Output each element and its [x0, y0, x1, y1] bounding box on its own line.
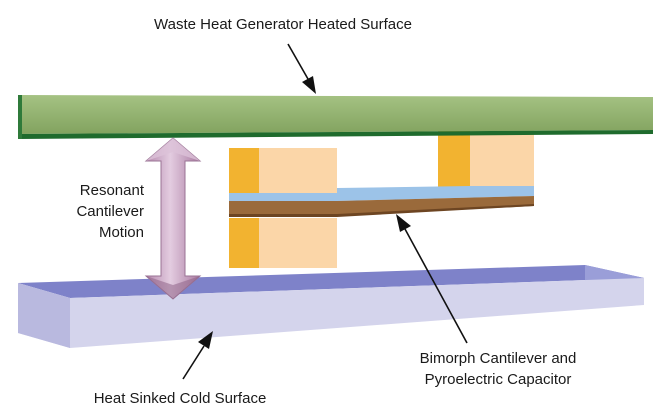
motion-arrow-bottom-facet — [146, 276, 200, 299]
hot-surface-left-edge — [18, 95, 22, 139]
bimorph-cantilever — [229, 186, 534, 217]
cold-surface-callout-head — [198, 331, 213, 349]
cold-surface-callout-line — [182, 345, 205, 380]
motion-arrow-shape — [144, 137, 202, 300]
hot-surface-callout-head — [302, 76, 316, 94]
cantilever-callout-line — [404, 228, 468, 344]
hot-surface-slab — [18, 95, 653, 139]
left-pillar-side-lower — [229, 218, 259, 268]
cantilever-bottom-edge — [229, 204, 534, 217]
hot-surface-label: Waste Heat Generator Heated Surface — [154, 16, 412, 33]
motion-label-line-3: Motion — [98, 224, 144, 241]
left-pillar-face-upper — [259, 148, 337, 194]
cold-surface-front-shade — [18, 283, 70, 348]
resonant-motion-arrow — [144, 137, 202, 300]
hot-surface-callout-line — [287, 43, 309, 80]
cold-surface-slab — [18, 265, 644, 348]
cantilever-label-line-1: Bimorph Cantilever and — [419, 350, 577, 367]
cantilever-top-layer — [229, 186, 534, 201]
callout-arrows — [182, 43, 468, 380]
cantilever-bottom-layer — [229, 196, 534, 216]
left-pillar — [229, 148, 337, 268]
hot-surface-top — [18, 95, 653, 134]
left-pillar-face-lower — [259, 218, 337, 268]
motion-label: Resonant Cantilever Motion — [40, 180, 144, 243]
left-pillar-side-upper — [229, 148, 259, 194]
cantilever-callout-head — [396, 214, 411, 232]
cold-surface-label: Heat Sinked Cold Surface — [93, 390, 267, 407]
hot-surface-edge — [18, 130, 653, 139]
motion-label-line-2: Cantilever — [76, 203, 144, 220]
cantilever-label: Bimorph Cantilever and Pyroelectric Capa… — [398, 348, 598, 390]
cantilever-label-line-2: Pyroelectric Capacitor — [424, 371, 572, 388]
motion-arrow-top-facet — [146, 138, 200, 161]
motion-label-line-1: Resonant — [79, 182, 144, 199]
